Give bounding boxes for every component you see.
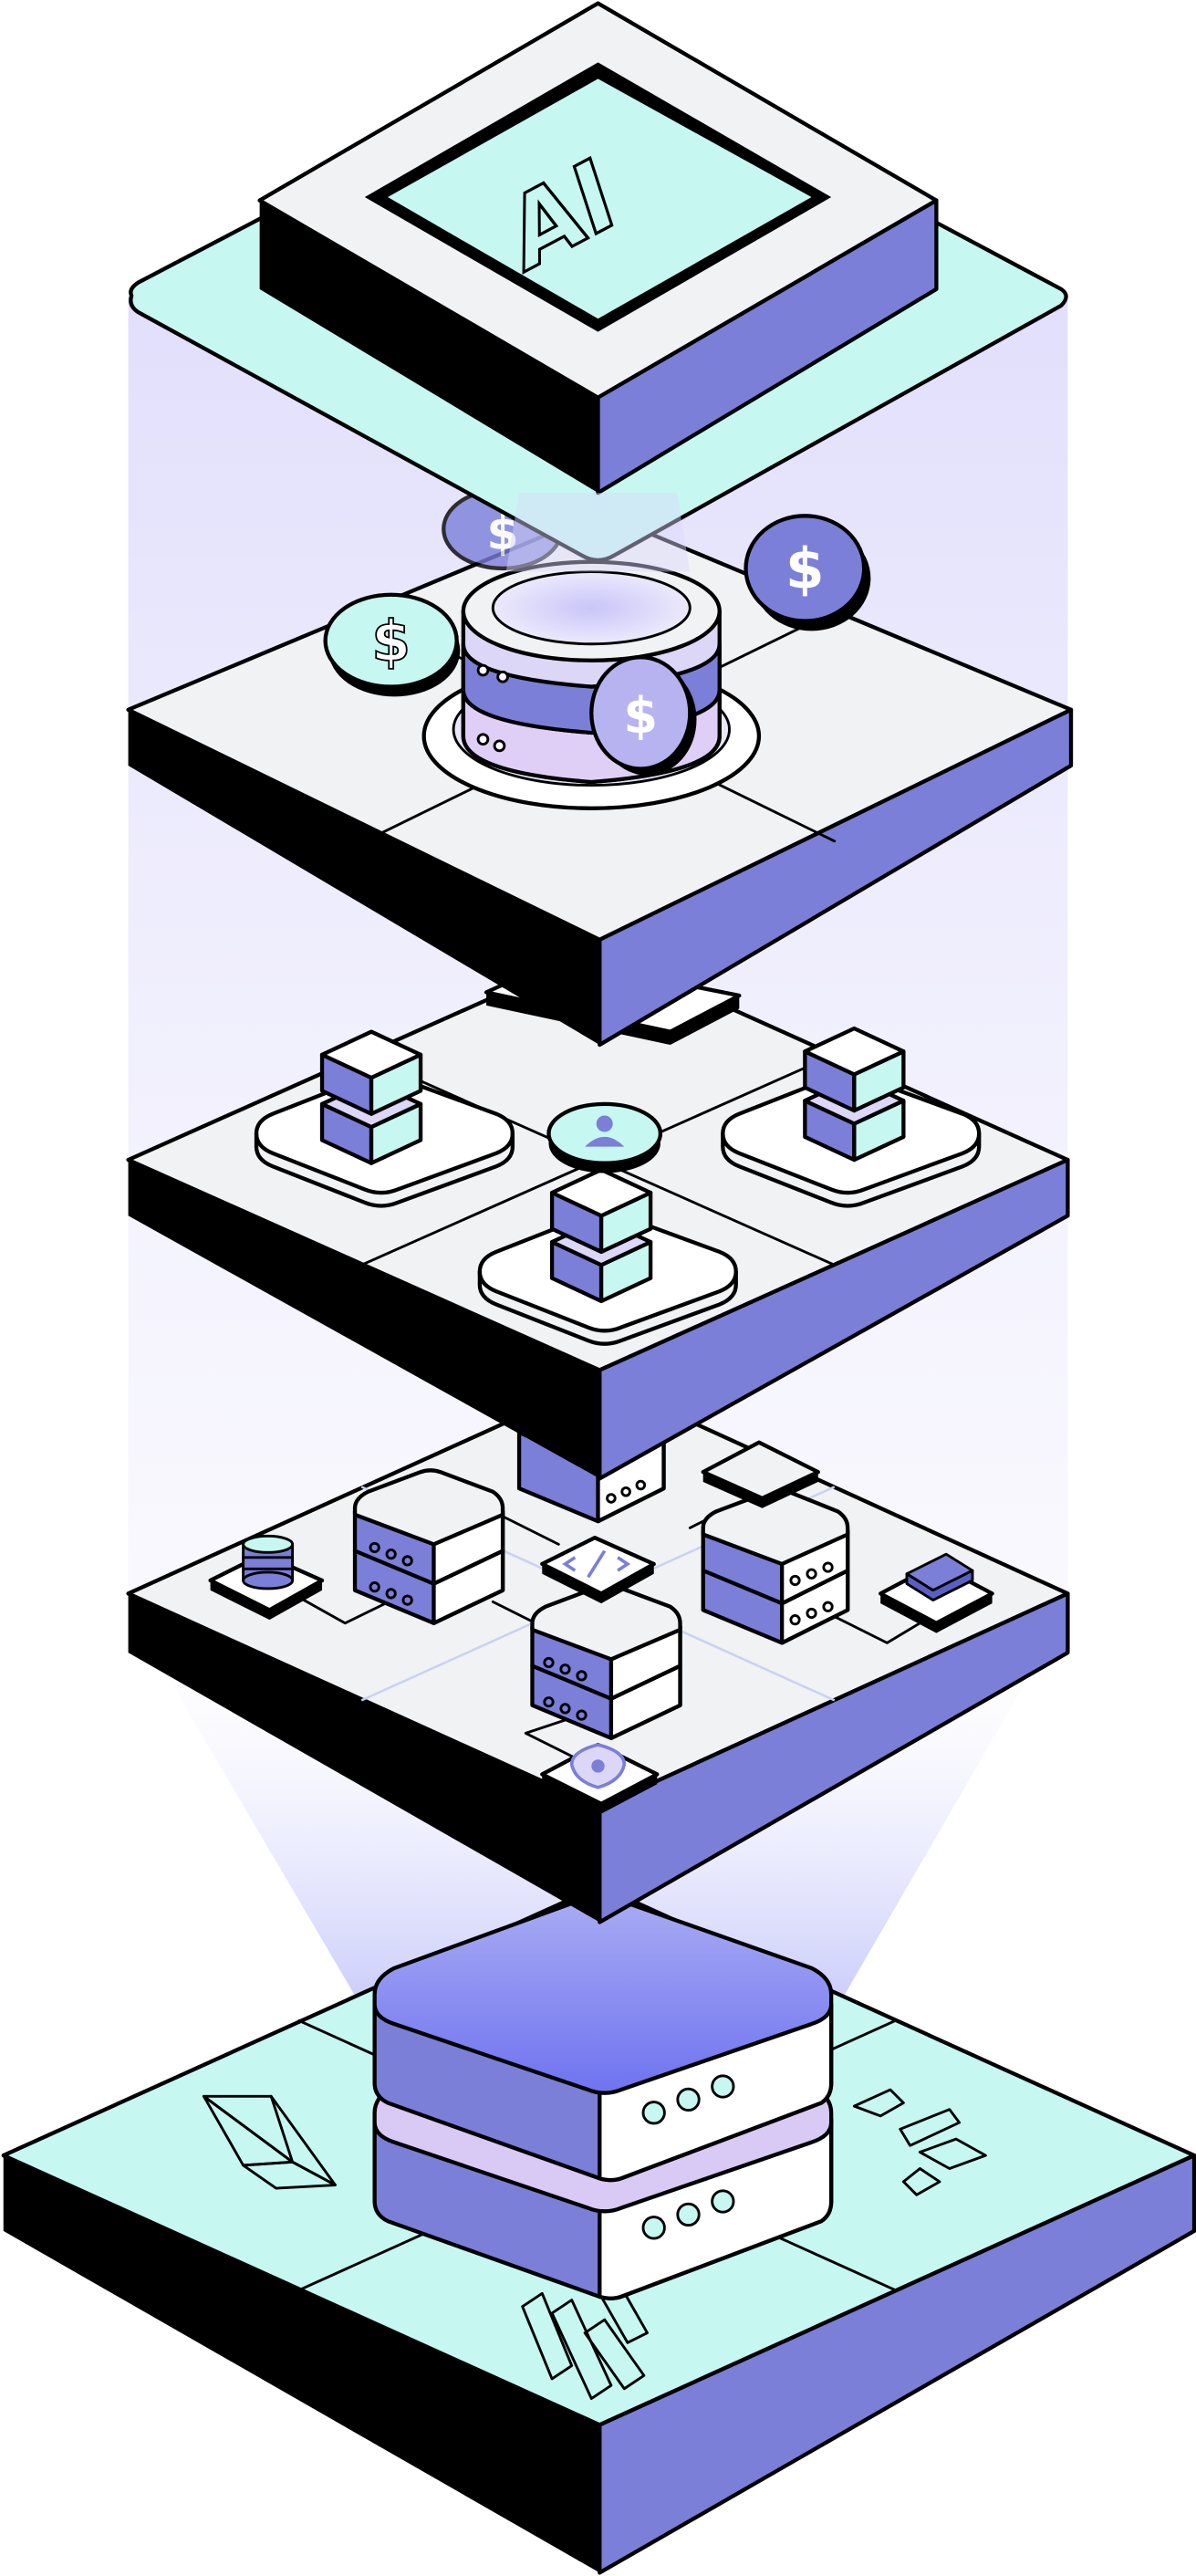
cube-stack-icon bbox=[477, 1167, 738, 1346]
server-icon bbox=[530, 1583, 682, 1740]
coin-stack-icon bbox=[421, 559, 762, 810]
dollar-coin-icon: $ bbox=[589, 654, 697, 776]
ethereum-icon bbox=[202, 2094, 337, 2190]
database-icon bbox=[208, 1534, 325, 1621]
dollar-coin-icon: $ bbox=[323, 592, 461, 697]
dollar-coin-icon: $ bbox=[744, 514, 871, 631]
code-icon bbox=[540, 1535, 656, 1604]
server-icon bbox=[352, 1468, 505, 1625]
cube-stack-icon bbox=[254, 1029, 515, 1208]
base-server-icon bbox=[372, 1893, 834, 2300]
chain-logo-icon bbox=[852, 2088, 987, 2196]
server-icon bbox=[701, 1487, 850, 1645]
wallet-icon bbox=[879, 1552, 994, 1633]
cube-stack-icon bbox=[721, 1026, 982, 1208]
svg-text:$: $ bbox=[785, 537, 825, 602]
tile-icon bbox=[701, 1440, 820, 1508]
svg-text:$: $ bbox=[371, 610, 411, 674]
svg-text:$: $ bbox=[624, 687, 659, 745]
shield-icon bbox=[540, 1742, 660, 1814]
beam bbox=[505, 493, 691, 572]
ai-layer bbox=[129, 1, 1068, 563]
user-icon bbox=[546, 1101, 663, 1173]
